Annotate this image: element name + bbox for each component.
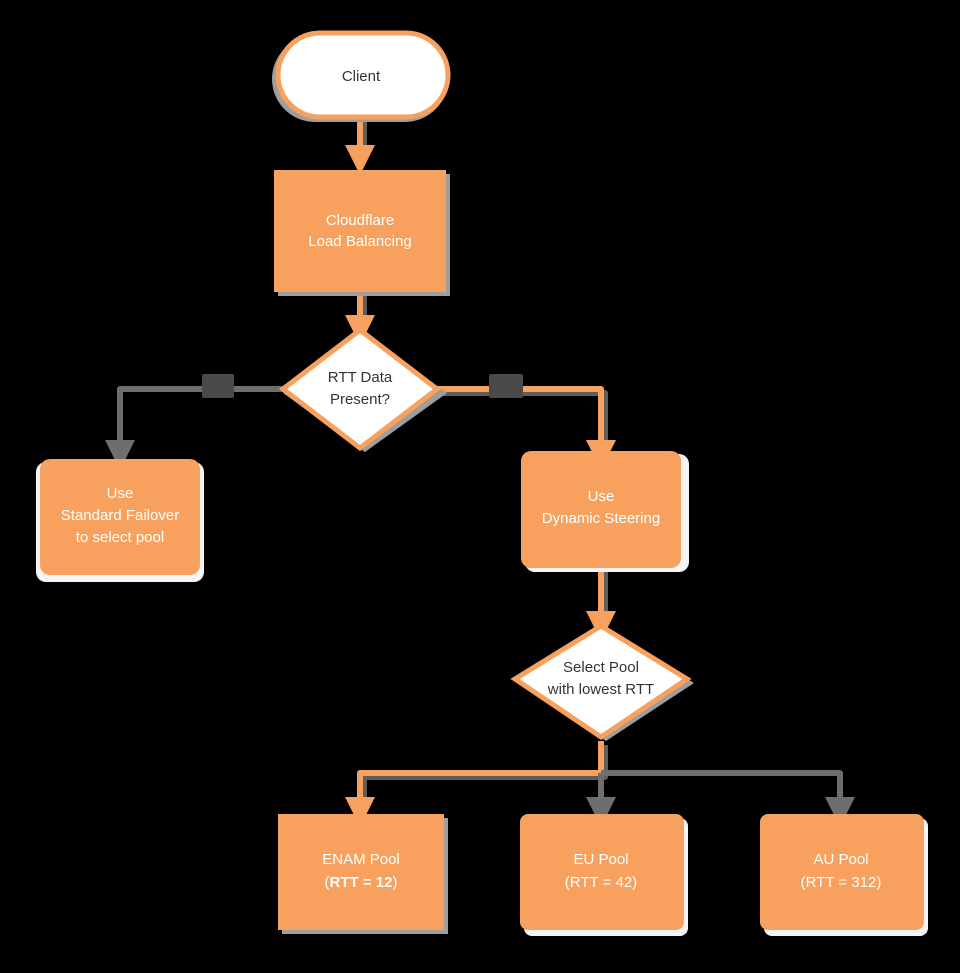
node-au-pool-label-line2: (RTT = 312) — [801, 874, 882, 891]
node-standard-failover-label-line1: Use — [107, 485, 134, 502]
node-enam-pool-label-line1: ENAM Pool — [322, 851, 400, 868]
enam-paren-close: ) — [392, 874, 397, 891]
edge-select-to-au — [601, 770, 855, 827]
edge-rtt-to-steering — [437, 386, 616, 470]
edge-lb-to-rtt — [345, 292, 375, 345]
node-load-balancing-label-line2: Load Balancing — [308, 233, 411, 250]
node-eu-pool[interactable]: EU Pool (RTT = 42) — [520, 814, 688, 936]
node-select-pool[interactable]: Select Pool with lowest RTT — [510, 623, 694, 741]
node-standard-failover-label-line2: Standard Failover — [61, 507, 179, 524]
node-dynamic-steering-label-line1: Use — [588, 488, 615, 505]
node-load-balancing-label-line1: Cloudflare — [326, 212, 394, 229]
node-eu-pool-label-line1: EU Pool — [573, 851, 628, 868]
node-load-balancing[interactable]: Cloudflare Load Balancing — [274, 170, 450, 296]
edge-rtt-to-failover — [105, 386, 283, 470]
node-rtt-data-present-label-line1: RTT Data — [328, 369, 393, 386]
node-au-pool[interactable]: AU Pool (RTT = 312) — [760, 814, 928, 936]
node-client-label: Client — [342, 68, 381, 85]
node-enam-pool[interactable]: ENAM Pool (RTT = 12) — [278, 814, 448, 934]
edge-label-yes — [489, 374, 523, 398]
node-select-pool-label-line2: with lowest RTT — [547, 681, 654, 698]
edge-client-to-lb — [345, 118, 375, 175]
edges-layer — [105, 118, 855, 827]
edge-steering-to-select — [586, 568, 616, 641]
node-dynamic-steering-label-line2: Dynamic Steering — [542, 510, 660, 527]
enam-paren-open: ( — [325, 874, 330, 891]
node-standard-failover-label-line3: to select pool — [76, 529, 164, 546]
node-dynamic-steering[interactable]: Use Dynamic Steering — [521, 451, 689, 572]
node-select-pool-label-line1: Select Pool — [563, 659, 639, 676]
node-au-pool-label-line1: AU Pool — [813, 851, 868, 868]
node-eu-pool-label-line2: (RTT = 42) — [565, 874, 637, 891]
node-client[interactable]: Client — [272, 30, 451, 122]
edge-select-to-enam — [345, 741, 608, 827]
node-standard-failover[interactable]: Use Standard Failover to select pool — [36, 459, 204, 582]
node-rtt-data-present-label-line2: Present? — [330, 391, 390, 408]
edge-label-no — [202, 374, 234, 398]
node-rtt-data-present[interactable]: RTT Data Present? — [278, 326, 447, 452]
enam-rtt-value: RTT = 12 — [330, 874, 393, 891]
node-enam-pool-label-line2: (RTT = 12) — [325, 874, 398, 891]
